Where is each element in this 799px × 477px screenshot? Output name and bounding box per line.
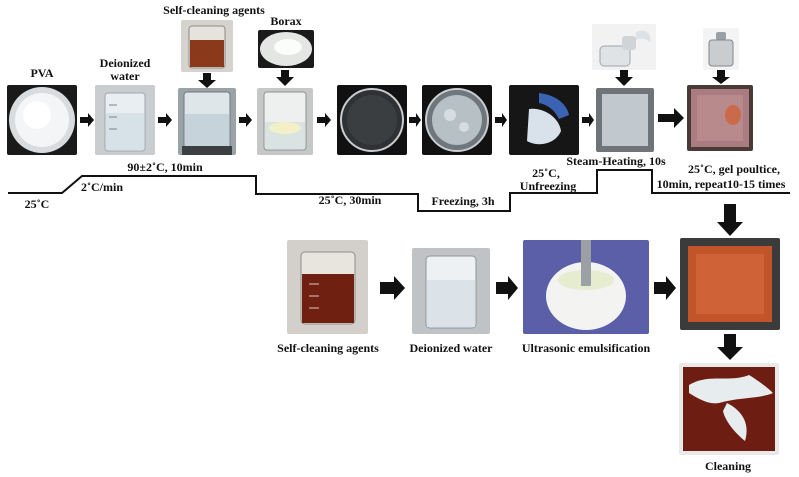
poultice-label-line2: 10min, repeat10-15 times (656, 177, 786, 191)
temperature-profile-line (8, 169, 790, 212)
start-temp-label: 25˚C (24, 197, 50, 211)
bottom-flow-arrows (380, 276, 676, 300)
unfreezing-label-line1: 25˚C, (532, 166, 560, 180)
poultice-label-line1: 25˚C, gel poultice, (688, 162, 780, 176)
borax-photo (258, 30, 314, 68)
bottom-deionized-water-label: Deionized water (409, 341, 493, 355)
steamer-photo (592, 24, 656, 70)
self-cleaning-agents-photo (181, 20, 233, 72)
hold2-label: 25˚C, 30min (318, 193, 382, 207)
unfreezing-label-line2: Unfreezing (519, 179, 577, 193)
bottom-self-cleaning-agents-label: Self-cleaning agents (277, 341, 379, 355)
ultrasonic-emulsification-label: Ultrasonic emulsification (521, 341, 651, 355)
ramp-label: 2˚C/min (81, 180, 123, 194)
beaker-mixing-photo (178, 88, 236, 155)
pva-label: PVA (30, 66, 54, 80)
petri-dish-photo (337, 85, 407, 155)
deionized-water-label-line1: Deionized (99, 56, 151, 70)
hold1-label: 90±2˚C, 10min (127, 160, 203, 174)
freezing-label: Freezing, 3h (431, 194, 495, 208)
bottom-self-cleaning-agents-photo (287, 240, 368, 334)
cleaning-photo (679, 363, 779, 455)
gel-sheet-photo (509, 85, 579, 155)
steam-heating-gel-photo (596, 88, 654, 152)
orange-poultice-photo (680, 238, 780, 330)
bottom-deionized-water-photo (412, 248, 490, 334)
frozen-gel-photo (422, 85, 492, 155)
gel-beaker-photo (257, 88, 313, 155)
gel-poultice-photo (687, 85, 753, 151)
down-arrows (198, 70, 743, 360)
pva-photo (7, 85, 77, 155)
ultrasonic-emulsification-photo (523, 240, 649, 334)
self-cleaning-agents-label: Self-cleaning agents (163, 3, 265, 17)
weight-photo (703, 28, 739, 70)
deionized-water-photo (95, 85, 155, 155)
cleaning-label: Cleaning (704, 459, 751, 473)
deionized-water-label-line2: water (110, 69, 140, 83)
steam-label: Steam-Heating, 10s (566, 154, 666, 168)
top-flow-arrows (80, 108, 684, 128)
borax-label: Borax (270, 14, 302, 28)
